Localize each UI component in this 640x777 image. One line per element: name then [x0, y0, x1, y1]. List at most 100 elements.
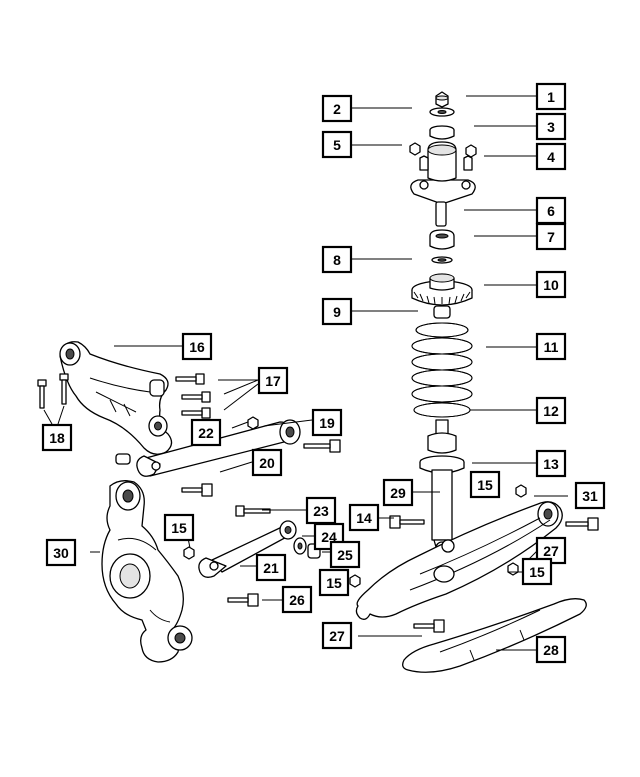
knuckle	[101, 480, 193, 663]
svg-text:15: 15	[326, 575, 342, 591]
bolt-27-right	[565, 517, 599, 531]
svg-text:3: 3	[547, 119, 555, 135]
coil-spring	[411, 322, 473, 418]
callout-11: 11	[535, 332, 567, 361]
callout-15-right-bottom: 15	[521, 557, 553, 586]
callout-6: 6	[535, 196, 567, 225]
nut-15-a	[183, 546, 195, 560]
svg-text:30: 30	[53, 545, 69, 561]
svg-text:15: 15	[477, 477, 493, 493]
svg-text:10: 10	[543, 277, 559, 293]
svg-text:5: 5	[333, 137, 341, 153]
svg-text:21: 21	[263, 560, 279, 576]
bolt-26	[227, 593, 259, 607]
svg-text:16: 16	[189, 339, 205, 355]
nut-15-d	[507, 562, 519, 576]
upper-spring-seat	[411, 273, 473, 306]
callout-9: 9	[321, 297, 353, 326]
jounce-bumper-sleeve	[435, 201, 447, 227]
svg-text:18: 18	[49, 430, 65, 446]
bolt-17-a	[175, 373, 205, 385]
svg-text:14: 14	[356, 510, 372, 526]
callout-21: 21	[255, 553, 287, 582]
svg-text:7: 7	[547, 229, 555, 245]
svg-text:20: 20	[259, 455, 275, 471]
svg-text:28: 28	[543, 642, 559, 658]
callout-15-right-top: 15	[469, 470, 501, 499]
lower-control-arm	[355, 501, 563, 620]
svg-text:8: 8	[333, 252, 341, 268]
svg-text:29: 29	[390, 485, 406, 501]
callout-7: 7	[535, 222, 567, 251]
top-nut	[435, 91, 449, 108]
svg-text:23: 23	[313, 503, 329, 519]
callout-25: 25	[329, 540, 361, 569]
svg-text:15: 15	[529, 564, 545, 580]
callout-27-center: 27	[321, 621, 353, 650]
bolt-19	[303, 439, 341, 453]
svg-text:4: 4	[547, 149, 555, 165]
svg-text:12: 12	[543, 403, 559, 419]
callout-1: 1	[535, 82, 567, 111]
mount-nut-left	[409, 142, 421, 156]
callout-8: 8	[321, 245, 353, 274]
svg-text:19: 19	[319, 415, 335, 431]
callout-5: 5	[321, 130, 353, 159]
callout-20: 20	[251, 448, 283, 477]
callout-15-knuckle: 15	[163, 513, 195, 542]
callout-29: 29	[382, 478, 414, 507]
svg-text:27: 27	[543, 543, 559, 559]
callout-30: 30	[45, 538, 77, 567]
nut-22	[247, 416, 259, 430]
nut-15-b	[349, 574, 361, 588]
callout-12: 12	[535, 396, 567, 425]
svg-text:2: 2	[333, 101, 341, 117]
toe-link	[198, 520, 297, 578]
callout-14: 14	[348, 503, 380, 532]
bolt-18-a	[37, 379, 47, 409]
nut-15-c	[515, 484, 527, 498]
callout-28: 28	[535, 635, 567, 664]
callout-17: 17	[257, 366, 289, 395]
callout-3: 3	[535, 112, 567, 141]
dust-boot	[433, 305, 451, 319]
bolt-23	[235, 505, 271, 517]
svg-text:31: 31	[582, 488, 598, 504]
upper-insulator	[429, 125, 455, 140]
washer	[429, 107, 455, 117]
callout-15-center: 15	[318, 568, 350, 597]
svg-text:11: 11	[544, 339, 559, 355]
bolt-20	[181, 483, 213, 497]
svg-text:22: 22	[198, 425, 214, 441]
bolt-17-b	[181, 391, 211, 403]
svg-text:6: 6	[547, 203, 555, 219]
svg-text:25: 25	[337, 547, 353, 563]
callout-26: 26	[281, 585, 313, 614]
washer-24	[293, 537, 307, 555]
callout-31: 31	[574, 481, 606, 510]
svg-text:13: 13	[543, 456, 559, 472]
svg-text:15: 15	[171, 520, 187, 536]
svg-text:17: 17	[265, 373, 281, 389]
svg-text:26: 26	[289, 592, 305, 608]
callout-4: 4	[535, 142, 567, 171]
svg-text:9: 9	[333, 304, 341, 320]
lower-arm-shield	[402, 598, 587, 673]
callout-10: 10	[535, 270, 567, 299]
upper-control-arm	[59, 341, 173, 455]
bolt-17-c	[181, 407, 211, 419]
svg-text:27: 27	[329, 628, 345, 644]
callout-2: 2	[321, 94, 353, 123]
shock-absorber	[427, 419, 457, 555]
callout-16: 16	[181, 332, 213, 361]
spring-isolator	[431, 256, 453, 264]
bolt-18-b	[59, 373, 69, 405]
callout-22: 22	[190, 418, 222, 447]
callout-19: 19	[311, 408, 343, 437]
lateral-link	[115, 419, 301, 477]
callout-18: 18	[41, 423, 73, 452]
strut-mount	[410, 141, 476, 205]
bolt-14	[389, 515, 425, 529]
bolt-27-lower	[413, 619, 445, 633]
